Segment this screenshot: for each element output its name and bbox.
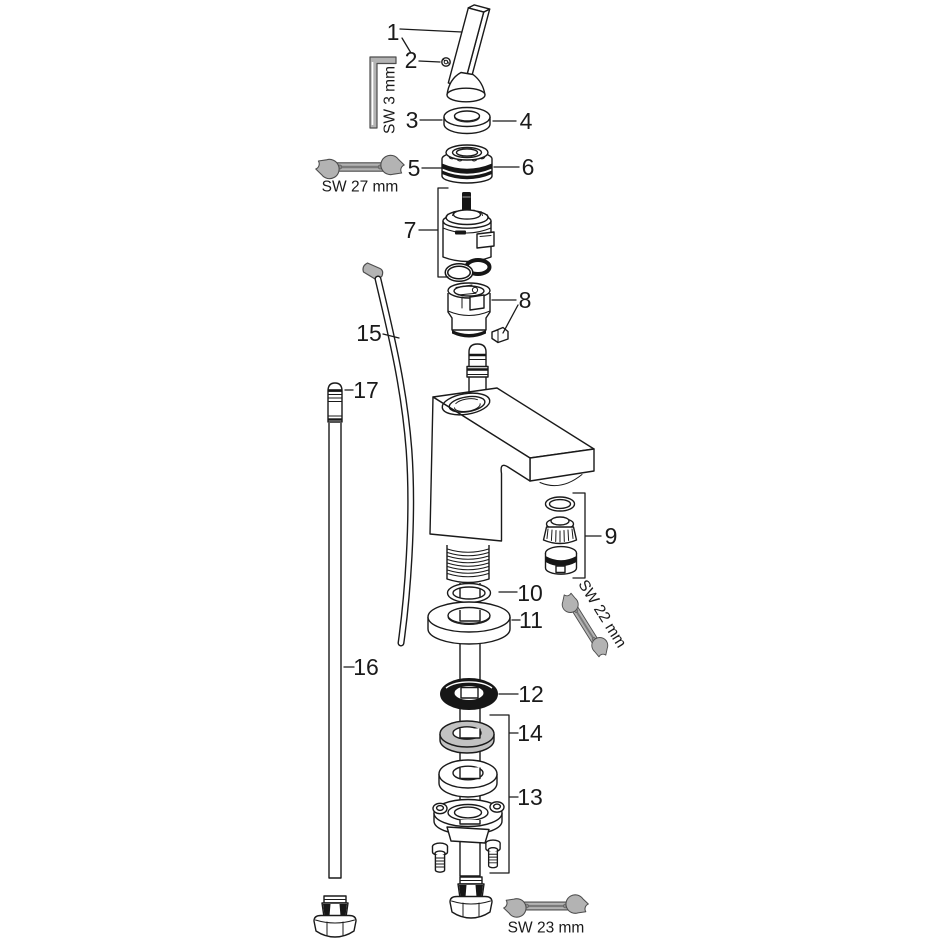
part-cartridge xyxy=(442,192,495,263)
part-label-7: 7 xyxy=(404,217,417,243)
wrench-sw27-size-label: SW 27 mm xyxy=(322,179,399,196)
allen-key-icon xyxy=(369,56,397,129)
part-gray-washer xyxy=(439,720,495,754)
part-label-6: 6 xyxy=(522,154,535,180)
part-retainer-clip xyxy=(491,326,509,344)
part-mounting-flange xyxy=(432,798,505,844)
allen-key-sw3-tool: SW 3 mm xyxy=(369,56,399,134)
part-label-11: 11 xyxy=(519,607,543,633)
part-label-15: 15 xyxy=(356,320,382,346)
part-label-17: 17 xyxy=(353,377,379,403)
part-supply-pipe xyxy=(313,382,357,938)
leader-lines xyxy=(343,28,602,874)
part-label-9: 9 xyxy=(605,523,618,549)
part-valve-housing xyxy=(447,282,491,338)
wrench-icon xyxy=(312,151,408,183)
part-o-ring-upper xyxy=(446,582,492,604)
wrench-sw23-tool: SW 23 mm xyxy=(500,891,592,937)
part-label-1: 1 xyxy=(387,19,400,45)
part-label-10: 10 xyxy=(517,580,543,606)
part-base-escutcheon xyxy=(427,601,511,645)
wrench-sw27-tool: SW 27 mm xyxy=(312,151,408,196)
part-label-16: 16 xyxy=(353,654,379,680)
part-pipe-end-nut xyxy=(449,876,493,919)
part-label-4: 4 xyxy=(520,108,533,134)
wrench-icon xyxy=(500,891,592,921)
allen-key-size-label: SW 3 mm xyxy=(382,66,399,134)
part-mounting-screw-left xyxy=(431,842,449,873)
part-black-seal-ring xyxy=(440,678,498,710)
part-handle-lever xyxy=(446,4,491,103)
wrench-sw23-size-label: SW 23 mm xyxy=(508,920,585,937)
faucet-body xyxy=(429,387,595,584)
part-label-8: 8 xyxy=(519,287,532,313)
part-number-labels: 1 2 3 4 5 6 7 8 9 10 11 12 13 14 15 16 1… xyxy=(353,19,617,810)
part-label-3: 3 xyxy=(406,107,419,133)
part-cartridge-o-rings xyxy=(444,258,492,282)
part-set-screw xyxy=(441,57,451,67)
part-label-13: 13 xyxy=(517,784,543,810)
part-escutcheon-ring xyxy=(443,106,491,135)
part-aerator-set xyxy=(542,496,578,575)
wrench-sw22-tool: SW 22 mm xyxy=(553,577,630,665)
part-label-12: 12 xyxy=(518,681,544,707)
part-label-14: 14 xyxy=(517,720,543,746)
part-label-5: 5 xyxy=(408,155,421,181)
part-label-2: 2 xyxy=(405,47,418,73)
part-pop-up-rod xyxy=(362,262,415,647)
part-retaining-nut xyxy=(441,144,493,184)
part-mounting-screw-right xyxy=(485,839,501,869)
part-plain-washer xyxy=(438,759,498,798)
